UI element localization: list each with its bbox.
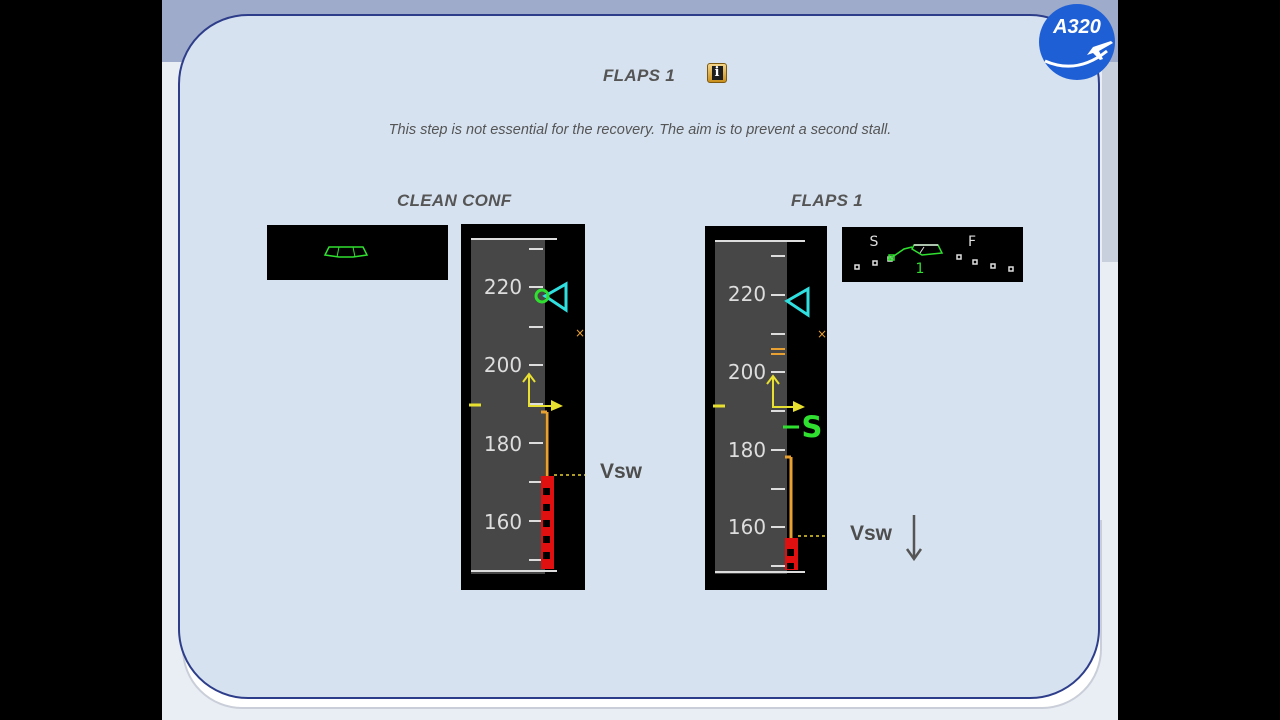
green-dot-icon	[534, 288, 550, 304]
config-value: 1	[916, 261, 925, 277]
logo-text: A320	[1052, 16, 1101, 38]
speed-label-200: 200	[484, 353, 522, 377]
speed-trend-arrow	[766, 374, 793, 408]
ecam-flaps-1: S F 1	[842, 227, 1023, 282]
flaps1-title: FLAPS 1	[791, 191, 864, 210]
airplane-icon	[1087, 41, 1113, 60]
side-band	[1102, 62, 1118, 262]
s-speed-label: S	[802, 410, 823, 444]
speed-label-160: 160	[728, 515, 766, 539]
hint-text: This step is not essential for the recov…	[388, 122, 892, 138]
speed-label-220: 220	[484, 275, 522, 299]
down-arrow-icon	[905, 515, 923, 562]
speed-label-160: 160	[484, 510, 522, 534]
max-speed-mark: ×	[817, 327, 827, 341]
speed-label-180: 180	[728, 438, 766, 462]
speed-label-220: 220	[728, 282, 766, 306]
flap-label: F	[968, 234, 976, 250]
speed-tape-clean: 220 200 180 160 ×	[461, 224, 585, 590]
speed-tape-flaps1: 220 200 180 160 × S	[705, 226, 827, 590]
flap-limit-mark	[771, 348, 785, 355]
page-title: FLAPS 1	[603, 66, 676, 85]
speed-label-200: 200	[728, 360, 766, 384]
clean-conf-title: CLEAN CONF	[397, 191, 512, 210]
target-speed-icon	[784, 286, 810, 318]
max-speed-mark: ×	[575, 326, 585, 340]
speed-trend-arrow	[522, 372, 551, 407]
a320-logo: A320	[1039, 4, 1115, 80]
info-icon[interactable]: i	[707, 63, 727, 83]
vsw-label-flaps1: Vsw	[850, 522, 893, 545]
vsw-label-clean: Vsw	[600, 460, 643, 483]
slide-area	[162, 0, 1118, 720]
target-speed-icon	[542, 281, 568, 313]
slat-label: S	[870, 234, 879, 250]
content-panel	[178, 14, 1100, 699]
speed-label-180: 180	[484, 432, 522, 456]
ecam-flaps-clean	[267, 225, 448, 280]
